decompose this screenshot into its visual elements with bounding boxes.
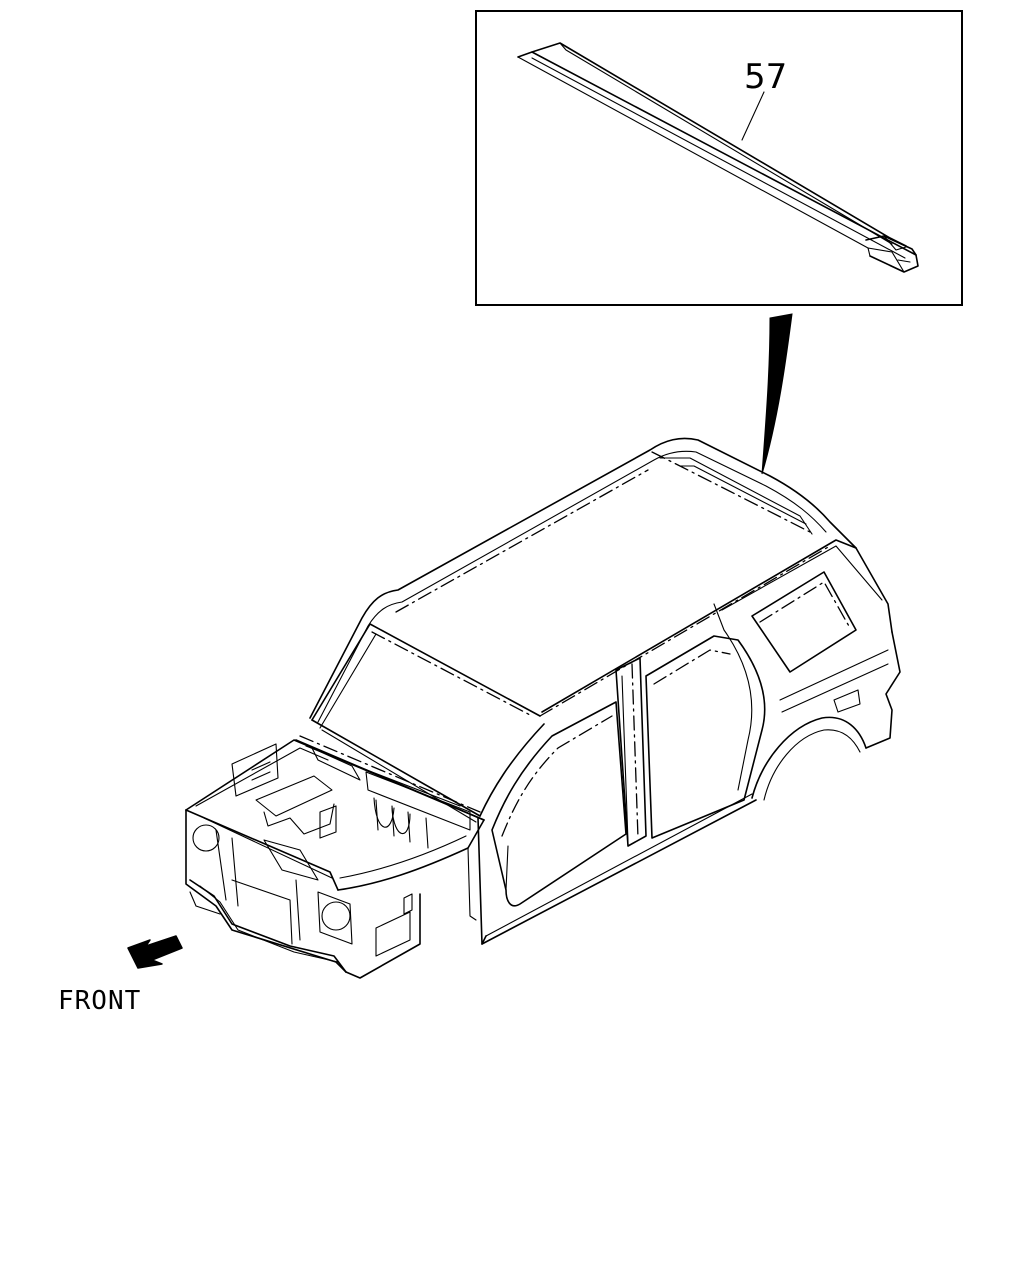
detail-inset: 57 — [475, 10, 963, 306]
part-callout-number: 57 — [744, 57, 787, 97]
detail-inset-frame — [475, 10, 963, 306]
front-arrow-icon — [127, 935, 183, 969]
front-direction-label: FRONT — [58, 986, 141, 1016]
location-pointer — [761, 313, 793, 475]
callout-leader-line — [741, 91, 765, 141]
roof-rail-part — [517, 42, 919, 273]
vehicle-body — [185, 437, 901, 979]
